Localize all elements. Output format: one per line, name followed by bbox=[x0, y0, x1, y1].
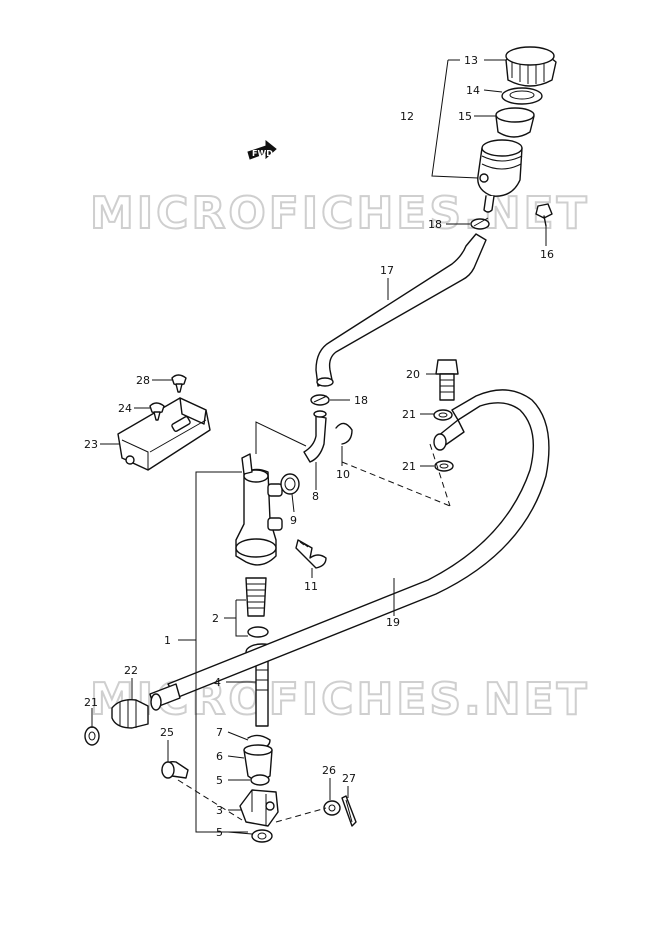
callout-10: 10 bbox=[336, 468, 350, 481]
callout-18-upper: 18 bbox=[428, 218, 442, 231]
watermark-top: MICROFICHES.NET bbox=[90, 188, 590, 239]
inlet-pipe bbox=[303, 410, 327, 463]
gasket-upper bbox=[433, 409, 453, 421]
brake-hose bbox=[149, 389, 550, 711]
reservoir-hose bbox=[315, 233, 487, 387]
callout-8: 8 bbox=[312, 490, 319, 503]
callout-4: 4 bbox=[214, 676, 221, 689]
dashed-connection-lines bbox=[177, 443, 451, 823]
callout-2: 2 bbox=[212, 612, 219, 625]
callout-5-upper: 5 bbox=[216, 774, 223, 787]
master-cylinder-body bbox=[235, 453, 283, 566]
callout-22: 22 bbox=[124, 664, 138, 677]
callout-19: 19 bbox=[386, 616, 400, 629]
callout-13: 13 bbox=[464, 54, 478, 67]
cotter-pin bbox=[341, 795, 357, 827]
callout-1: 1 bbox=[164, 634, 171, 647]
inlet-o-ring bbox=[280, 473, 300, 495]
piston-spring bbox=[245, 577, 267, 617]
bracket-screw-upper bbox=[171, 374, 187, 393]
callout-12: 12 bbox=[400, 110, 414, 123]
bracket-screw-lower bbox=[149, 402, 165, 421]
callout-18-lower: 18 bbox=[354, 394, 368, 407]
reservoir-bolt bbox=[535, 203, 553, 227]
callout-26: 26 bbox=[322, 764, 336, 777]
callout-27: 27 bbox=[342, 772, 356, 785]
hose-clamp-upper bbox=[470, 217, 490, 230]
callout-23: 23 bbox=[84, 438, 98, 451]
callout-16: 16 bbox=[540, 248, 554, 261]
callout-3: 3 bbox=[216, 804, 223, 817]
gasket-lower bbox=[434, 460, 454, 472]
callout-21-middle: 21 bbox=[402, 460, 416, 473]
reservoir-diaphragm bbox=[495, 107, 535, 138]
callout-15: 15 bbox=[458, 110, 472, 123]
callout-25: 25 bbox=[160, 726, 174, 739]
hose-joint bbox=[111, 698, 149, 729]
callout-21-upper: 21 bbox=[402, 408, 416, 421]
callout-labels: 13 14 15 12 16 18 17 18 20 21 21 28 24 2… bbox=[84, 54, 554, 839]
nut-lower bbox=[251, 829, 273, 843]
reservoir-diaphragm-plate bbox=[501, 87, 543, 105]
washer-clevis bbox=[323, 800, 341, 816]
callout-14: 14 bbox=[466, 84, 480, 97]
callout-7: 7 bbox=[216, 726, 223, 739]
union-bolt bbox=[435, 359, 459, 401]
callout-24: 24 bbox=[118, 402, 132, 415]
inlet-circlip bbox=[335, 422, 353, 445]
callout-28: 28 bbox=[136, 374, 150, 387]
nut-upper bbox=[250, 774, 270, 786]
callout-5-lower: 5 bbox=[216, 826, 223, 839]
callout-17: 17 bbox=[380, 264, 394, 277]
reservoir-body bbox=[477, 139, 523, 213]
callout-21-lower: 21 bbox=[84, 696, 98, 709]
master-cylinder-bolt bbox=[295, 539, 327, 569]
clevis-pin bbox=[161, 760, 189, 779]
leader-lines bbox=[91, 59, 547, 835]
fwd-arrow-icon: FWD bbox=[247, 139, 277, 160]
reservoir-cap bbox=[505, 46, 557, 87]
callout-11: 11 bbox=[304, 580, 318, 593]
hose-guide-bracket bbox=[117, 397, 211, 471]
svg-text:FWD: FWD bbox=[252, 149, 273, 158]
hose-clamp-lower bbox=[310, 394, 330, 406]
rubber-boot bbox=[243, 744, 273, 781]
callout-9: 9 bbox=[290, 514, 297, 527]
callout-20: 20 bbox=[406, 368, 420, 381]
gasket-joint bbox=[84, 726, 100, 746]
clevis-joint bbox=[239, 789, 279, 827]
piston-cup bbox=[247, 626, 269, 638]
callout-6: 6 bbox=[216, 750, 223, 763]
